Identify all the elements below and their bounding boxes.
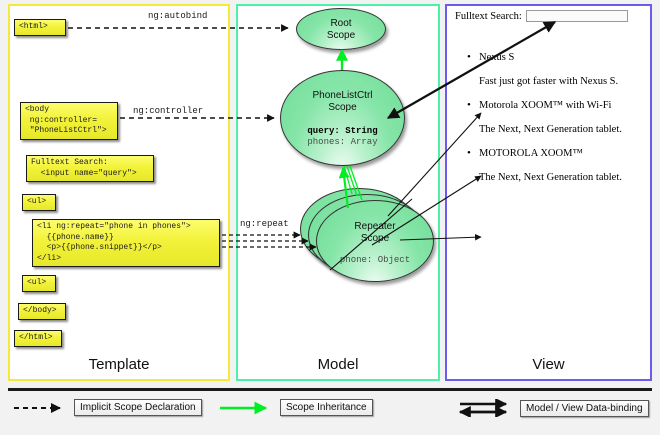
scope-prop-phone: phone: Object — [339, 254, 411, 265]
edge-label-repeat: ng:repeat — [240, 219, 289, 229]
scope-root: Root Scope — [296, 8, 386, 50]
code-box-ul-open: <ul> — [22, 194, 56, 211]
scope-root-title: Root Scope — [326, 18, 356, 41]
code-box-li-repeat: <li ng:repeat="phone in phones"> {{phone… — [32, 219, 220, 268]
legend-item-model-view-databinding: Model / View Data-binding — [458, 399, 649, 417]
view-search-input[interactable] — [525, 10, 628, 22]
legend-item-implicit-scope-declaration: Implicit Scope Declaration — [12, 399, 202, 416]
code-box-ul-close: <ul> — [22, 275, 56, 292]
legend-label-model-view-databinding: Model / View Data-binding — [520, 399, 649, 417]
phone-snippet: The Next, Next Generation tablet. — [479, 172, 622, 183]
panel-view-label: View — [532, 356, 565, 373]
scope-phonelistctrl-props: query: String phones: Array — [281, 126, 404, 149]
double-arrow-icon — [458, 399, 508, 417]
code-box-html-close: </html> — [14, 330, 62, 347]
legend-label-implicit-scope-declaration: Implicit Scope Declaration — [74, 399, 202, 416]
scope-phonelistctrl: PhoneListCtrl Scope query: String phones… — [280, 70, 405, 166]
code-box-body-close: </body> — [18, 303, 66, 320]
phone-name: MOTOROLA XOOM™ — [455, 147, 645, 159]
legend-item-scope-inheritance: Scope Inheritance — [218, 399, 373, 416]
legend-divider — [8, 388, 652, 391]
scope-repeater: Repeater Scope phone: Object — [316, 200, 434, 282]
code-box-html-open: <html> — [14, 19, 66, 36]
panel-template: Template — [8, 4, 230, 381]
phone-snippet: Fast just got faster with Nexus S. — [479, 76, 619, 87]
code-box-fulltext-search: Fulltext Search: <input name="query"> — [26, 155, 154, 183]
phone-snippet: The Next, Next Generation tablet. — [479, 124, 622, 135]
scope-prop-phones: phones: Array — [307, 136, 378, 147]
legend: Implicit Scope Declaration Scope Inherit… — [0, 388, 660, 435]
scope-repeater-title: Repeater Scope — [354, 221, 396, 244]
view-phone-list: Nexus S Fast just got faster with Nexus … — [455, 51, 645, 183]
scope-phonelistctrl-title: PhoneListCtrl Scope — [312, 90, 373, 113]
phone-name: Motorola XOOM™ with Wi-Fi — [455, 99, 645, 111]
list-item: Motorola XOOM™ with Wi-Fi The Next, Next… — [455, 99, 645, 135]
legend-label-scope-inheritance: Scope Inheritance — [280, 399, 373, 416]
panel-template-label: Template — [88, 356, 150, 373]
edge-label-controller: ng:controller — [133, 106, 204, 116]
code-box-body-open: <body ng:controller= "PhoneListCtrl"> — [20, 102, 118, 140]
view-rendered-output: Fulltext Search: Nexus S Fast just got f… — [455, 10, 645, 196]
view-search-row: Fulltext Search: — [455, 10, 645, 22]
solid-green-arrow-icon — [220, 401, 268, 414]
view-search-label: Fulltext Search: — [455, 10, 522, 22]
scope-repeater-props: phone: Object — [317, 255, 433, 266]
list-item: MOTOROLA XOOM™ The Next, Next Generation… — [455, 147, 645, 183]
phone-name: Nexus S — [455, 51, 645, 63]
scope-prop-query: query: String — [307, 125, 378, 136]
edge-label-autobind: ng:autobind — [148, 11, 208, 21]
dashed-arrow-icon — [14, 402, 61, 413]
panel-model-label: Model — [317, 356, 359, 373]
list-item: Nexus S Fast just got faster with Nexus … — [455, 51, 645, 87]
